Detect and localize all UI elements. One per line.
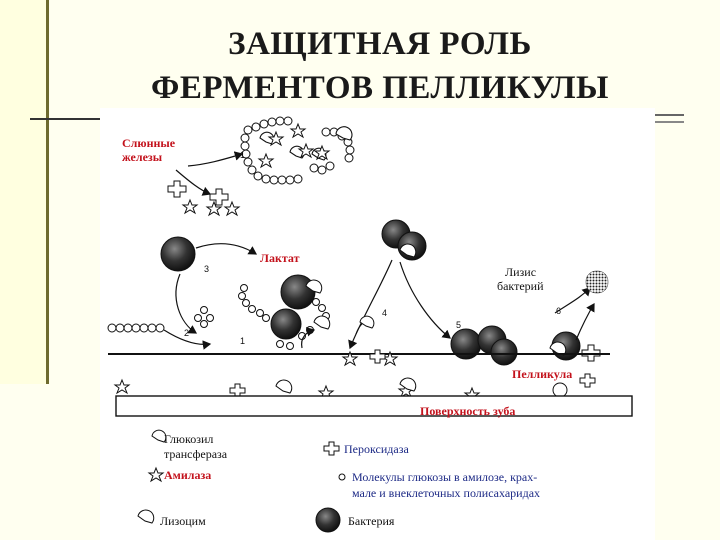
legend-glucosyl-line-2: трансфераза xyxy=(164,447,228,461)
legend-glucose-line-2: мале и внеклеточных полисахаридах xyxy=(352,486,541,500)
label-salivary-line-2: железы xyxy=(122,150,163,164)
amylase-stars-top xyxy=(257,122,331,169)
legend-bacterium: Бактерия xyxy=(348,514,395,528)
label-lysis-line-2: бактерий xyxy=(497,279,544,293)
legend-glucosyl-line-1: Глюкозил xyxy=(164,432,214,446)
left-decorative-bar xyxy=(0,0,48,384)
label-lactate: Лактат xyxy=(260,251,300,265)
step-number: 2 xyxy=(184,328,190,338)
step-number: 1 xyxy=(240,336,246,346)
step-number: 4 xyxy=(382,308,388,318)
step-number: 3 xyxy=(204,264,210,274)
glucose-chain-cluster xyxy=(240,116,355,185)
step-number: 6 xyxy=(556,306,562,316)
legend-peroxidase: Пероксидаза xyxy=(344,442,409,456)
pellicle-diagram: Слюнные железы Лактат Лизис бактерий Пел… xyxy=(100,108,655,540)
title-rule-left xyxy=(30,118,120,120)
left-bar-border xyxy=(46,0,49,384)
title-line-1: ЗАЩИТНАЯ РОЛЬ xyxy=(228,26,532,62)
peroxidase-and-amylase-cluster xyxy=(167,180,241,217)
label-pellicle: Пелликула xyxy=(512,367,573,381)
legend-glucose-line-1: Молекулы глюкозы в амилозе, крах- xyxy=(352,470,538,484)
legend-lysozyme: Лизоцим xyxy=(160,514,206,528)
bacterium xyxy=(160,236,196,272)
legend-amylase: Амилаза xyxy=(164,468,212,482)
diagram-drawing xyxy=(107,116,633,533)
title-rule-right-2 xyxy=(640,121,684,123)
label-lysis-line-1: Лизис xyxy=(505,265,537,279)
title-line-2: ФЕРМЕНТОВ ПЕЛЛИКУЛЫ xyxy=(151,70,609,106)
step-number: 1 xyxy=(240,150,246,160)
legend-icons xyxy=(137,429,346,524)
slide-title: ЗАЩИТНАЯ РОЛЬ ФЕРМЕНТОВ ПЕЛЛИКУЛЫ xyxy=(100,22,660,110)
label-tooth-surface: Поверхность зуба xyxy=(420,404,516,418)
title-rule-right xyxy=(640,114,684,116)
label-salivary-line-1: Слюнные xyxy=(122,136,176,150)
step-number: 5 xyxy=(456,320,462,330)
legend-bacterium-icon xyxy=(315,507,341,533)
